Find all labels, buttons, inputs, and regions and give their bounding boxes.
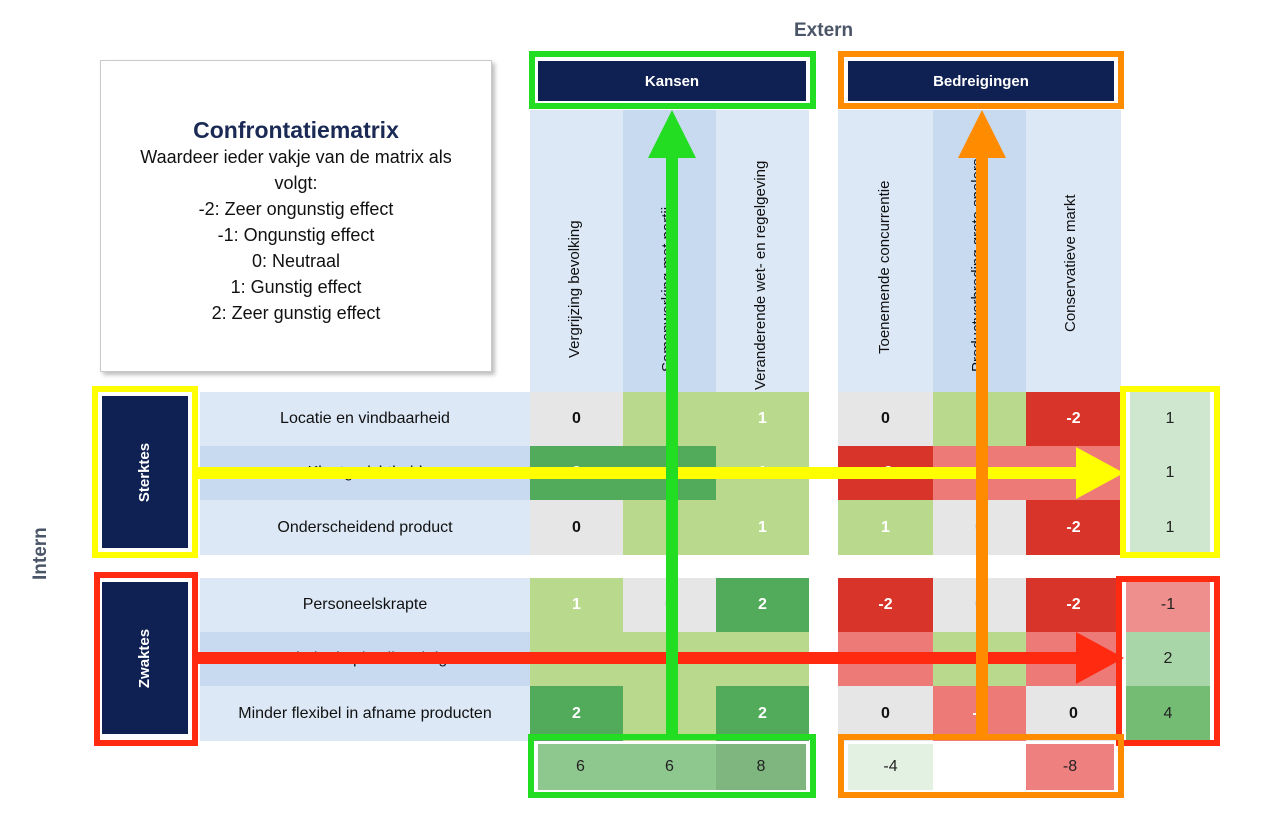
legend-line: volgt:	[274, 173, 318, 193]
row-total: -1	[1126, 578, 1210, 632]
legend-line: -2: Zeer ongunstig effect	[198, 199, 394, 219]
orange-arrow	[958, 110, 1006, 738]
matrix-cell: 0	[530, 392, 623, 446]
matrix-cell: 0	[1026, 686, 1121, 741]
matrix-cell: 0	[838, 392, 933, 446]
row-total: 1	[1130, 500, 1210, 555]
matrix-cell: 1	[716, 392, 809, 446]
legend-line: Waardeer ieder vakje van de matrix als	[140, 147, 452, 167]
column-total	[933, 744, 1026, 790]
matrix-cell: -2	[1026, 500, 1121, 555]
sterktes-label-box: Sterktes	[102, 396, 188, 548]
column-header-bg	[838, 110, 933, 392]
column-total: 6	[538, 744, 623, 790]
matrix-cell: -2	[1026, 392, 1121, 446]
extern-label: Extern	[794, 20, 854, 41]
column-total: -4	[848, 744, 933, 790]
matrix-cell: 1	[716, 500, 809, 555]
row-total: 1	[1130, 392, 1210, 446]
red-arrow	[195, 632, 1124, 684]
red-frame-totals	[1116, 576, 1220, 746]
matrix-cell: 0	[838, 686, 933, 741]
legend-box: Confrontatiematrix Waardeer ieder vakje …	[100, 60, 492, 372]
legend-line: 1: Gunstig effect	[230, 277, 362, 297]
green-arrow	[648, 110, 696, 738]
row-label: Onderscheidend product	[200, 500, 530, 555]
zwaktes-label-box: Zwaktes	[102, 582, 188, 734]
row-total: 2	[1126, 632, 1210, 686]
matrix-cell: 1	[838, 500, 933, 555]
yellow-frame-totals	[1120, 386, 1220, 558]
row-label: Locatie en vindbaarheid	[200, 392, 530, 446]
green-frame-header	[529, 51, 816, 109]
column-total: 8	[716, 744, 806, 790]
row-label: Personeelskrapte	[200, 578, 530, 632]
matrix-cell: -2	[1026, 578, 1121, 632]
legend-line: 0: Neutraal	[251, 251, 341, 271]
yellow-arrow	[195, 447, 1124, 499]
legend-line: 2: Zeer gunstig effect	[211, 303, 381, 323]
column-header-bg	[716, 110, 809, 392]
column-total: 6	[623, 744, 716, 790]
column-total: -8	[1026, 744, 1114, 790]
bedreigingen-header: Bedreigingen	[848, 61, 1114, 101]
row-total: 1	[1130, 446, 1210, 500]
legend-line: -1: Ongunstig effect	[217, 225, 375, 245]
kansen-header: Kansen	[538, 61, 806, 101]
orange-frame-header	[838, 51, 1124, 109]
column-header-bg	[530, 110, 623, 392]
column-header-bg	[1026, 110, 1121, 392]
matrix-cell: 1	[530, 578, 623, 632]
row-label: Minder flexibel in afname producten	[200, 686, 530, 741]
row-total: 4	[1126, 686, 1210, 741]
matrix-cell: 2	[716, 686, 809, 741]
matrix-cell: 2	[716, 578, 809, 632]
matrix-title: Confrontatiematrix	[193, 117, 399, 143]
matrix-cell: 2	[530, 686, 623, 741]
matrix-cell: -2	[838, 578, 933, 632]
matrix-cell: 0	[530, 500, 623, 555]
